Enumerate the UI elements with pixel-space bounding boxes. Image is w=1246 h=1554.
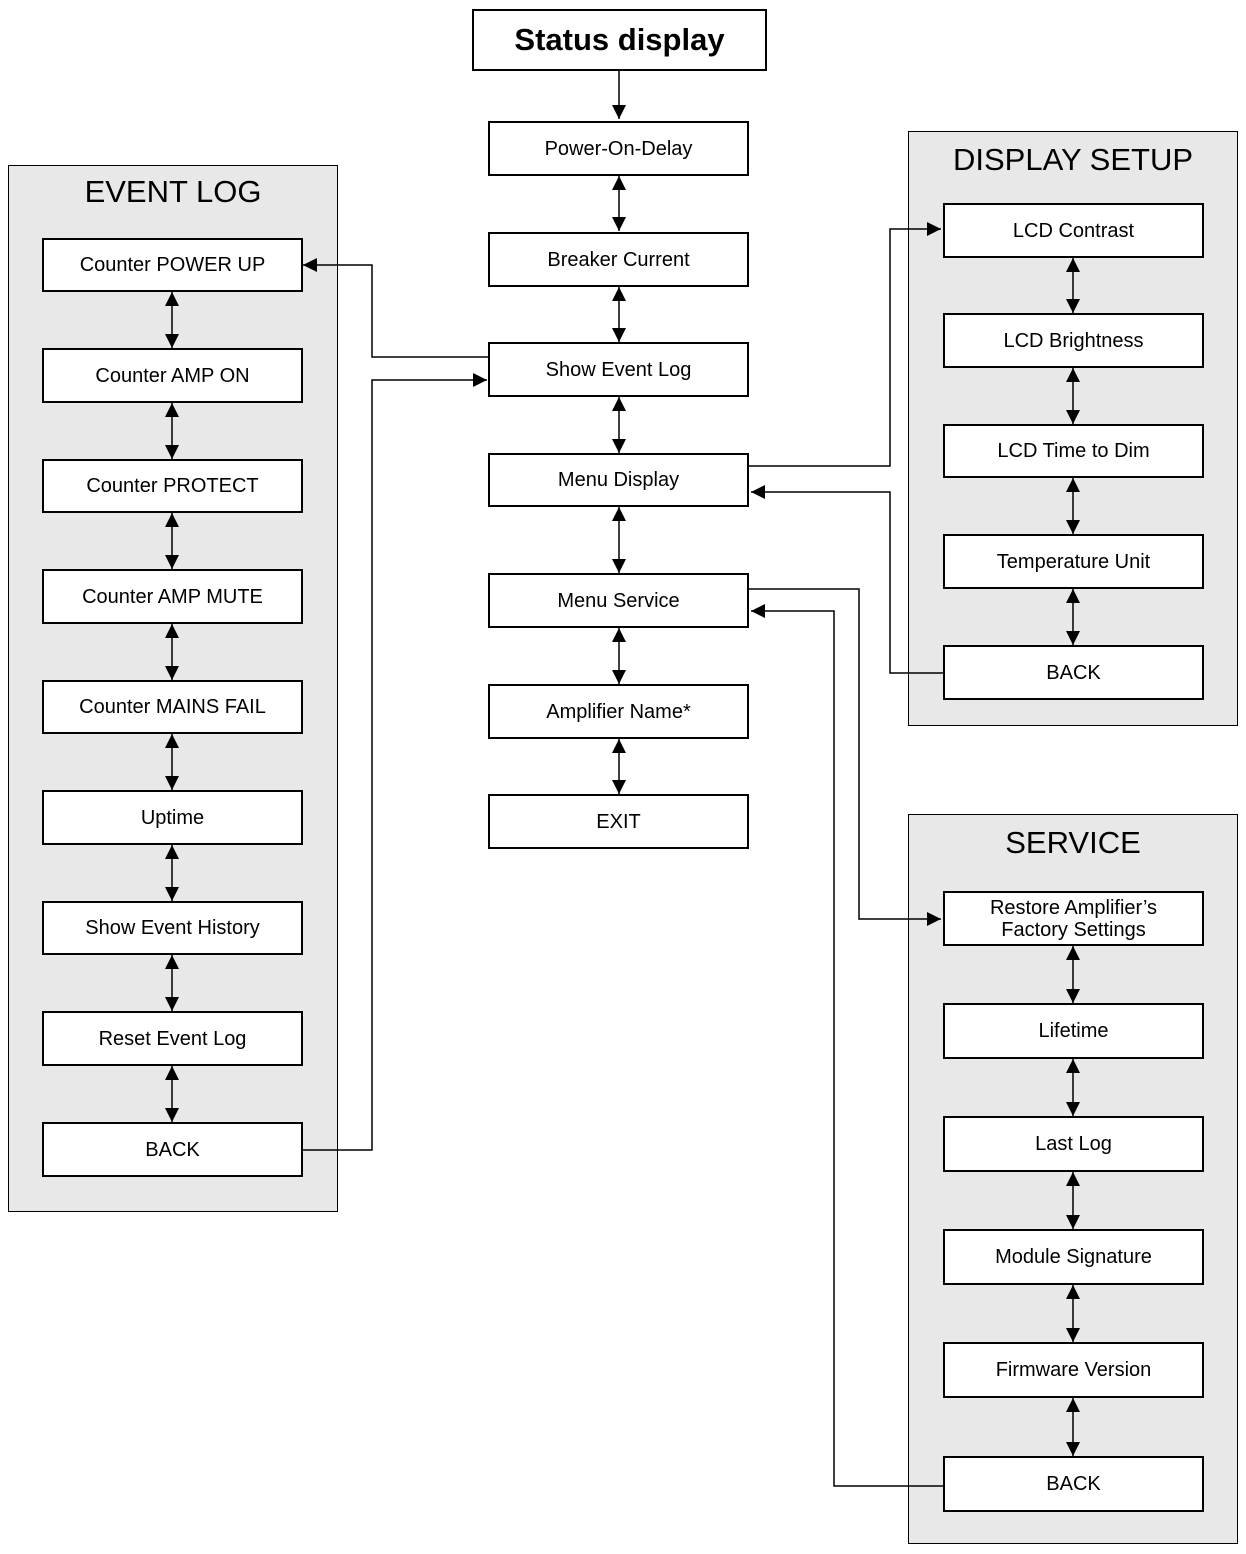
event-log-item-counter-mains-fail[interactable]: Counter MAINS FAIL [42,680,303,734]
display-setup-title: DISPLAY SETUP [952,142,1194,177]
display-setup-item-back[interactable]: BACK [943,645,1204,700]
menu-item-breaker-current[interactable]: Breaker Current [488,232,749,287]
link-service-back [751,604,943,1487]
service-item-firmware-version[interactable]: Firmware Version [943,1342,1204,1398]
status-display-node[interactable]: Status display [472,9,767,71]
menu-item-menu-service[interactable]: Menu Service [488,573,749,628]
event-log-item-show-event-history[interactable]: Show Event History [42,901,303,955]
display-setup-item-lcd-contrast[interactable]: LCD Contrast [943,203,1204,258]
service-title: SERVICE [1005,825,1141,860]
display-setup-item-lcd-time-to-dim[interactable]: LCD Time to Dim [943,424,1204,478]
link-menu-service-to-service [749,588,941,926]
display-setup-item-lcd-brightness[interactable]: LCD Brightness [943,313,1204,368]
menu-item-exit[interactable]: EXIT [488,794,749,849]
event-log-item-counter-amp-on[interactable]: Counter AMP ON [42,348,303,403]
service-item-lifetime[interactable]: Lifetime [943,1003,1204,1059]
service-item-last-log[interactable]: Last Log [943,1116,1204,1172]
link-show-event-log-to-event-log [303,258,489,358]
service-item-module-signature[interactable]: Module Signature [943,1229,1204,1285]
event-log-item-counter-protect[interactable]: Counter PROTECT [42,459,303,513]
event-log-item-uptime[interactable]: Uptime [42,790,303,845]
service-item-restore-factory-settings[interactable]: Restore Amplifier’s Factory Settings [943,891,1204,946]
event-log-item-reset-event-log[interactable]: Reset Event Log [42,1011,303,1066]
menu-item-menu-display[interactable]: Menu Display [488,453,749,507]
service-item-back[interactable]: BACK [943,1456,1204,1512]
menu-item-amplifier-name[interactable]: Amplifier Name* [488,684,749,739]
link-display-setup-back [751,485,943,674]
menu-item-show-event-log[interactable]: Show Event Log [488,342,749,397]
link-menu-display-to-display-setup [749,222,941,467]
menu-item-power-on-delay[interactable]: Power-On-Delay [488,121,749,176]
link-event-log-back [303,373,487,1151]
display-setup-item-temperature-unit[interactable]: Temperature Unit [943,534,1204,589]
event-log-title: EVENT LOG [84,174,262,209]
event-log-item-back[interactable]: BACK [42,1122,303,1177]
event-log-item-counter-amp-mute[interactable]: Counter AMP MUTE [42,569,303,624]
event-log-item-counter-power-up[interactable]: Counter POWER UP [42,238,303,292]
